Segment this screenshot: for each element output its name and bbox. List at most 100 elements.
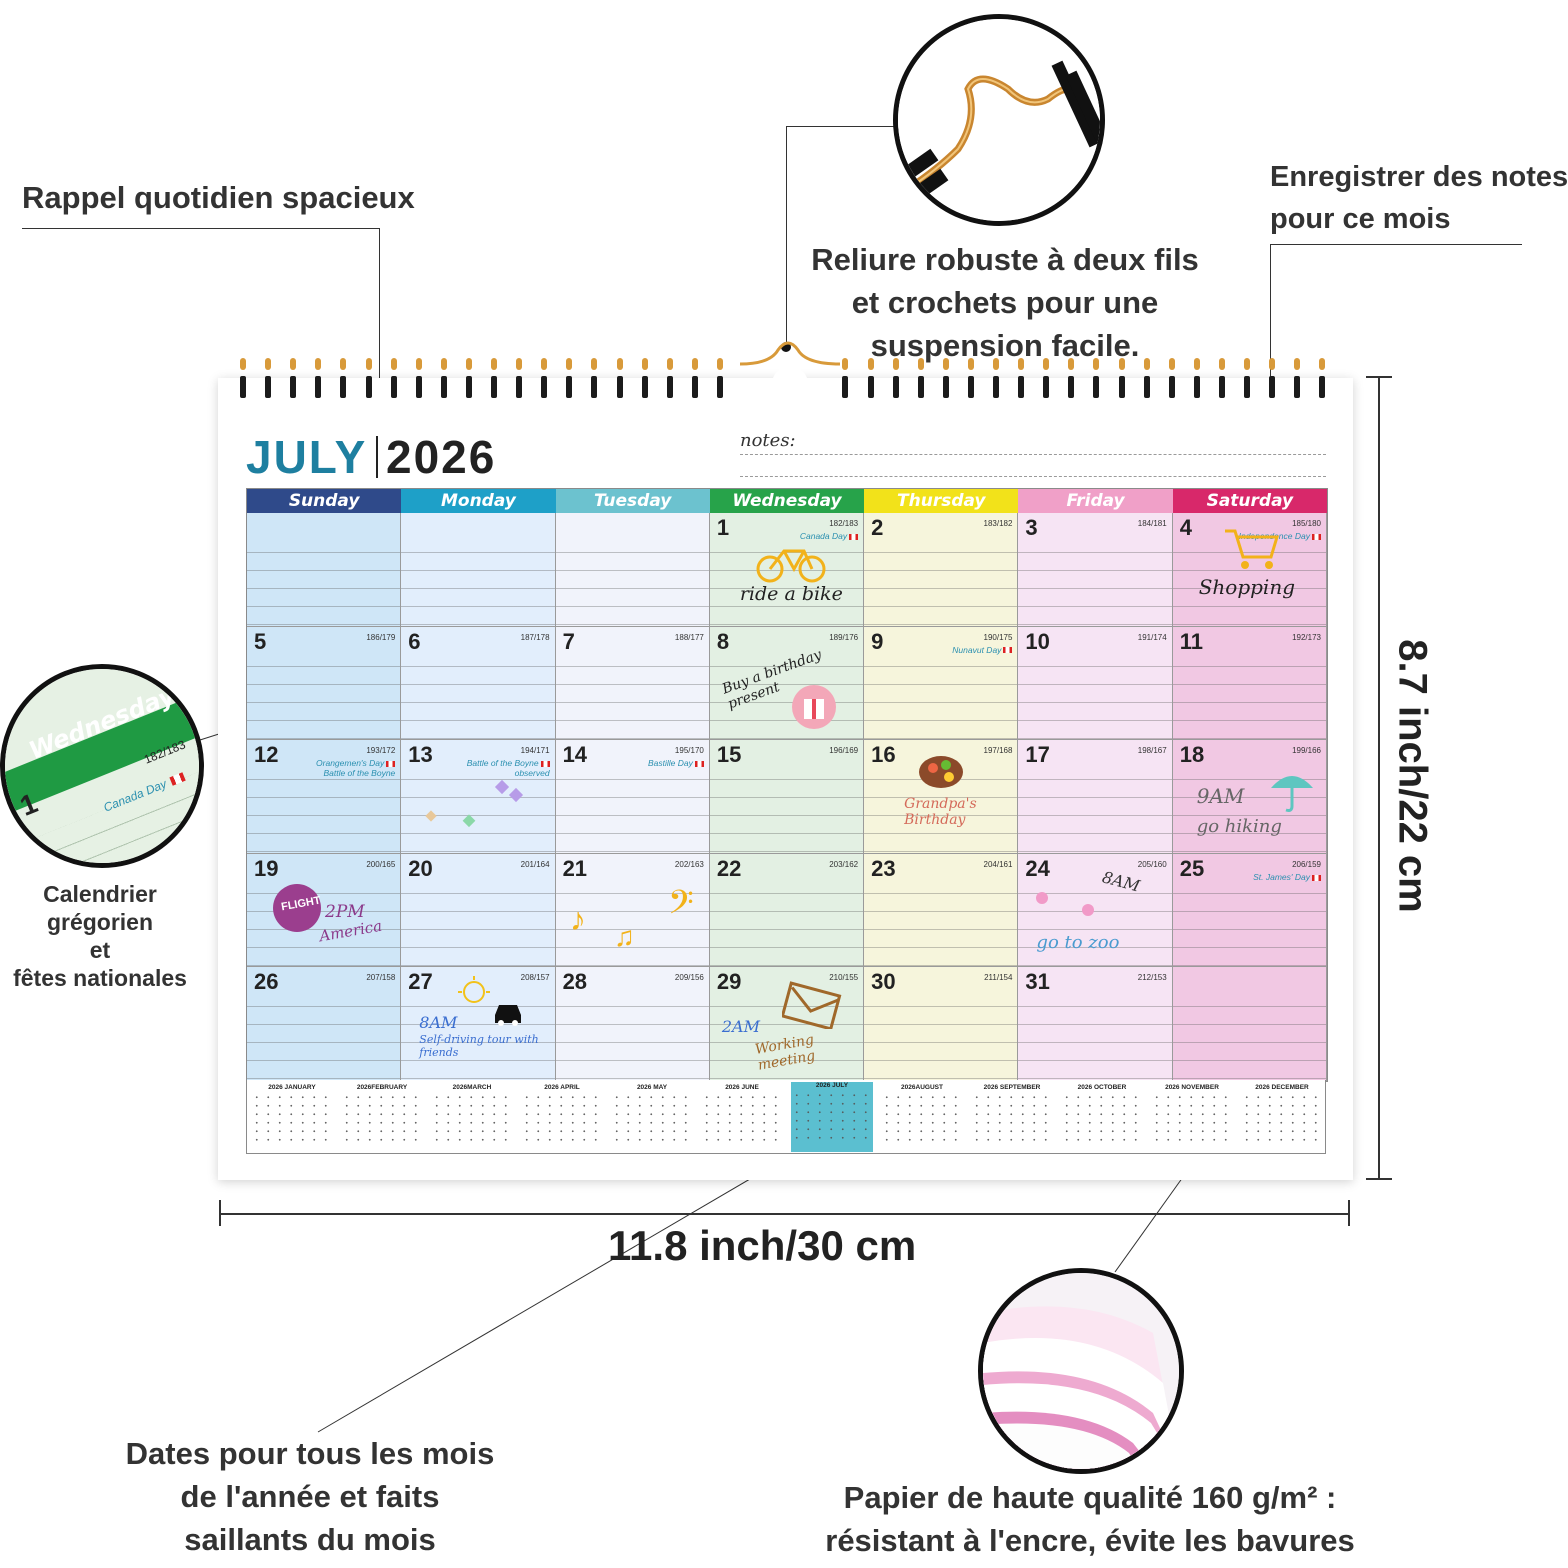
mini-month-dates <box>431 1093 513 1145</box>
height-dimension-label: 8.7 inch/22 cm <box>1390 639 1435 913</box>
writing-lines <box>247 535 401 626</box>
callout-notes-line-1: Enregistrer des notes <box>1270 161 1568 193</box>
callout-paper-line-2: résistant à l'encre, évite les bavures <box>825 1523 1355 1558</box>
day-number: 15 <box>716 742 742 768</box>
spiral-ring <box>967 358 974 398</box>
day-of-year: 191/174 <box>1137 632 1167 642</box>
width-dimension-cap-right <box>1348 1200 1350 1226</box>
day-number: 10 <box>1025 628 1050 654</box>
day-of-year: 203/162 <box>829 859 859 869</box>
mini-month-dates <box>791 1091 873 1143</box>
envelope-icon <box>780 981 842 1034</box>
day-of-year: 201/164 <box>520 859 550 869</box>
callout-dates: Dates pour tous les mois de l'année et f… <box>100 1432 520 1561</box>
writing-lines <box>401 875 555 967</box>
holiday-text: Canada Day <box>799 531 848 541</box>
svg-text:𝄢: 𝄢 <box>668 885 694 929</box>
mini-month: 2026AUGUST <box>881 1084 963 1150</box>
spiral-ring <box>917 358 924 398</box>
day-cell-empty[interactable] <box>247 513 402 627</box>
writing-lines <box>247 875 401 967</box>
day-cell-10[interactable]: 10 191/174 <box>1018 626 1173 741</box>
spiral-ring <box>616 358 623 398</box>
writing-lines <box>555 875 709 967</box>
mini-month: 2026 DECEMBER <box>1241 1084 1323 1150</box>
handwritten-time: 2PM <box>325 901 365 922</box>
day-cell-22[interactable]: 22 203/162 <box>709 853 865 968</box>
callout-holidays-line-2: et <box>89 937 111 963</box>
spiral-ring <box>666 358 673 398</box>
spiral-ring <box>1319 358 1326 398</box>
spiral-ring <box>1294 358 1301 398</box>
writing-lines <box>709 648 864 740</box>
spiral-ring <box>491 358 497 398</box>
day-number: 20 <box>408 855 433 881</box>
day-number: 2 <box>871 515 884 540</box>
spiral-ring <box>566 358 573 398</box>
writing-lines <box>401 648 555 740</box>
day-number: 25 <box>1179 855 1205 881</box>
day-number: 22 <box>716 855 742 881</box>
mini-month-title: 2026 OCTOBER <box>1077 1084 1127 1091</box>
callout-binding-line-3: suspension facile. <box>870 328 1140 363</box>
year-title: 2026 <box>386 431 497 483</box>
mini-month-title: 2026MARCH <box>452 1084 492 1091</box>
notes-label: notes: <box>740 430 796 451</box>
writing-lines <box>555 989 709 1080</box>
svg-text:♪: ♪ <box>570 901 586 937</box>
holiday-text: St. James' Day <box>1253 871 1310 882</box>
mini-month-dates <box>1061 1093 1143 1145</box>
day-number: 26 <box>254 969 279 995</box>
mini-month-title: 2026FEBRUARY <box>356 1084 408 1091</box>
lightbulb-icon <box>457 975 491 1014</box>
callout-binding-line-h <box>786 126 896 127</box>
spiral-ring <box>290 358 297 398</box>
writing-lines <box>247 648 401 740</box>
notes-line-1 <box>740 454 1326 455</box>
day-of-year: 186/179 <box>366 632 396 642</box>
day-column <box>1172 513 1327 1081</box>
holiday-text: Bastille Day <box>647 758 693 769</box>
day-number: 18 <box>1179 742 1205 768</box>
day-cell-empty[interactable] <box>1172 967 1327 1081</box>
mini-month: 2026 APRIL <box>521 1084 603 1150</box>
notes-line-2 <box>740 476 1326 477</box>
day-cell-empty[interactable] <box>555 513 710 627</box>
callout-paper-line-1: Papier de haute qualité 160 g/m² : <box>843 1480 1337 1515</box>
umbrella-icon <box>1269 768 1315 819</box>
day-cell-empty[interactable] <box>401 513 556 627</box>
mini-month-dates <box>1241 1093 1323 1145</box>
day-of-year: 189/176 <box>829 632 859 642</box>
day-cell-8[interactable]: 8 189/176 <box>709 626 865 741</box>
day-of-year: 182/183 <box>829 519 859 528</box>
holiday-text-2: observed <box>514 768 550 779</box>
day-number: 8 <box>716 628 730 654</box>
bicycle-icon <box>754 543 828 588</box>
day-column <box>247 513 402 1081</box>
spiral-ring <box>1193 358 1200 398</box>
day-cell-20[interactable]: 20 201/164 <box>401 853 556 968</box>
